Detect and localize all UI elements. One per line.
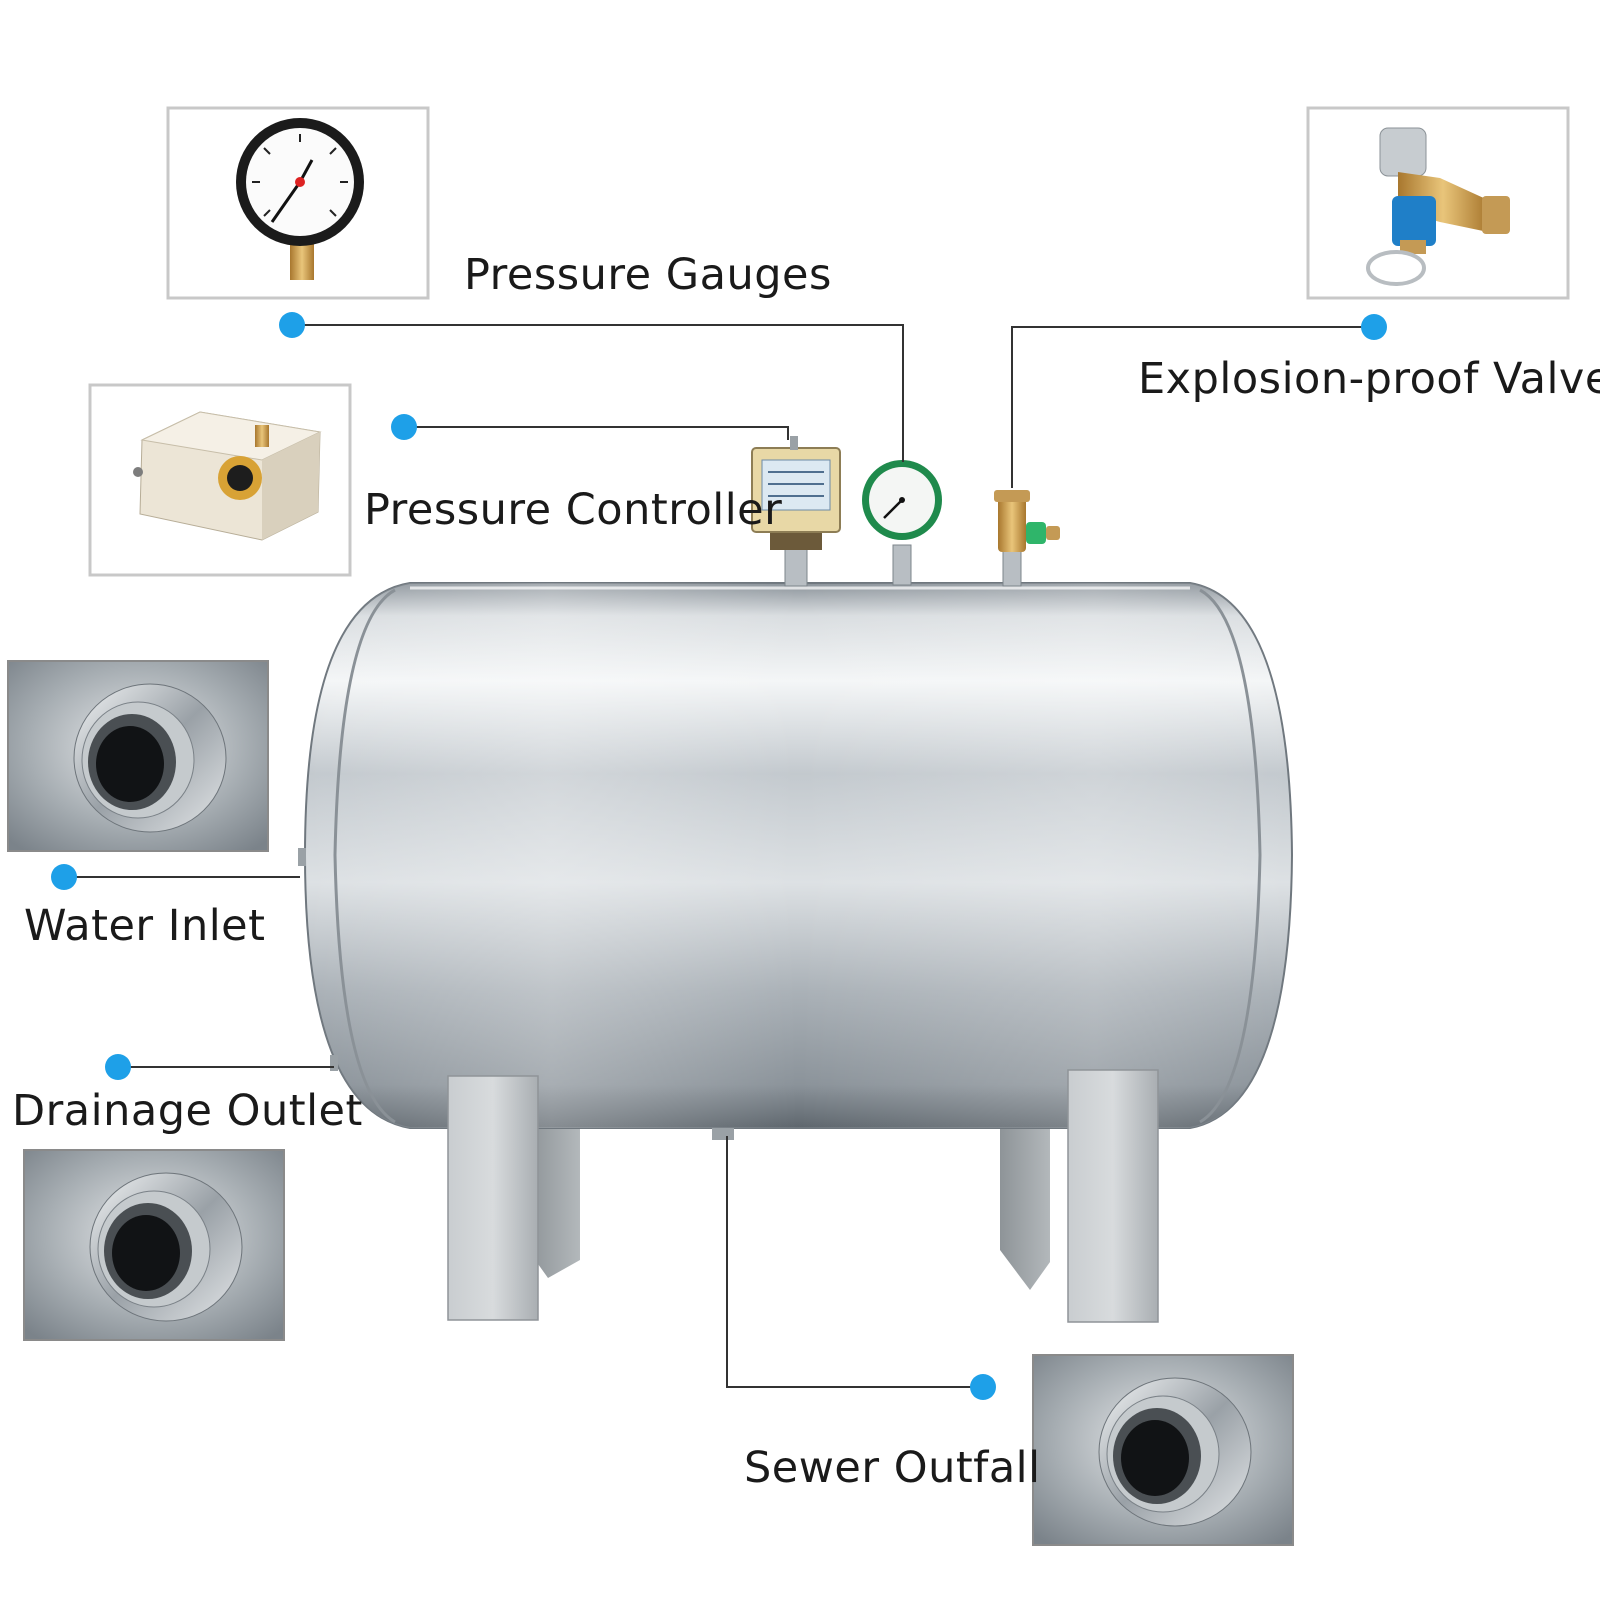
- marker-dot-sewer-outfall: [970, 1374, 996, 1400]
- tank-leg-right: [1067, 1069, 1159, 1323]
- marker-dot-water-inlet: [51, 864, 77, 890]
- marker-dot-drainage-outlet: [105, 1054, 131, 1080]
- label-pressure-gauges: Pressure Gauges: [464, 250, 832, 300]
- safety-valve-photo: [1306, 106, 1570, 300]
- leader-explosion-proof-valves: [1011, 326, 1374, 488]
- label-sewer-outfall: Sewer Outfall: [744, 1443, 1041, 1493]
- sewer-nipple: [712, 1128, 734, 1140]
- tank-seam-left: [333, 588, 396, 1124]
- controller-on-tank: [751, 436, 841, 587]
- water-inlet-fitting-photo: [7, 660, 269, 852]
- gauge-on-tank: [862, 460, 942, 586]
- drainage-outlet-fitting-photo: [23, 1149, 285, 1341]
- sewer-outfall-fitting-photo: [1032, 1354, 1294, 1546]
- drain-nipple: [330, 1055, 338, 1071]
- label-pressure-controller: Pressure Controller: [364, 485, 783, 535]
- label-drainage-outlet: Drainage Outlet: [12, 1086, 363, 1136]
- tank-leg-left-side: [528, 1082, 580, 1278]
- inlet-nipple: [298, 848, 306, 866]
- leader-pressure-controller: [404, 426, 789, 440]
- pressure-gauge-photo: [166, 106, 430, 300]
- tank-leg-left: [447, 1075, 539, 1321]
- leader-sewer-outfall: [726, 1136, 983, 1388]
- tank-sheen: [305, 583, 1292, 1128]
- pressure-switch-photo: [88, 383, 352, 577]
- marker-dot-pressure-gauges: [279, 312, 305, 338]
- valve-on-tank: [994, 490, 1060, 587]
- marker-dots: [51, 312, 1387, 1400]
- marker-dot-explosion-proof-valves: [1361, 314, 1387, 340]
- leader-pressure-gauges: [292, 324, 904, 462]
- label-water-inlet: Water Inlet: [24, 901, 266, 951]
- pressure-tank: [298, 582, 1294, 1323]
- leader-lines: [64, 324, 1374, 1388]
- tank-seam-right: [1199, 588, 1262, 1124]
- tank-leg-right-side: [1000, 1082, 1050, 1290]
- label-explosion-proof-valves: Explosion-proof Valves: [1138, 354, 1600, 404]
- marker-dot-pressure-controller: [391, 414, 417, 440]
